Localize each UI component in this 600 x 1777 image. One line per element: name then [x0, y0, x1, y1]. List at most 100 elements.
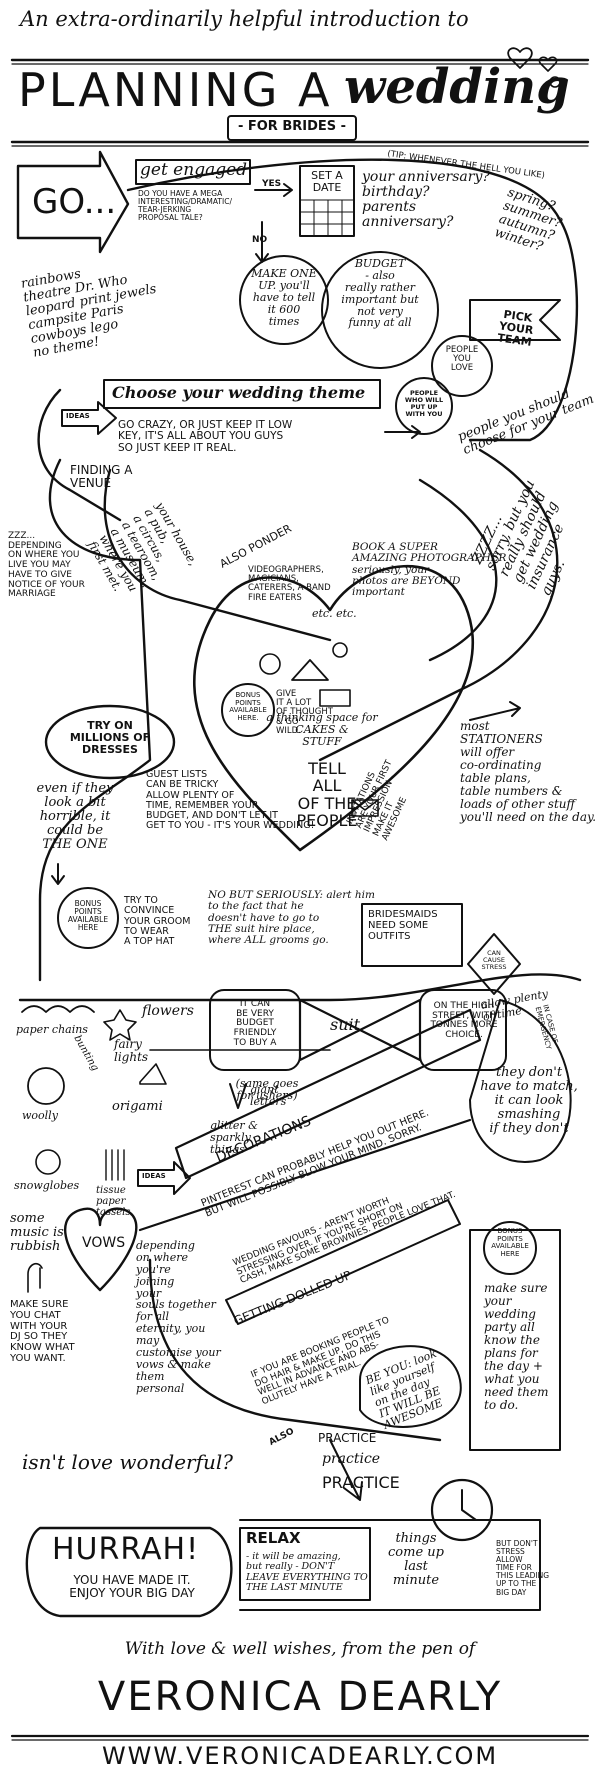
heart-deco-1	[507, 47, 533, 69]
road-mid	[18, 973, 582, 1002]
snowglobe-doodle	[35, 1149, 61, 1175]
try-on-label: TRY ON MILLIONS OF DRESSES	[69, 719, 151, 756]
make-one-up-circle	[239, 255, 329, 345]
dj-text: MAKE SURE YOU CHAT WITH YOUR DJ SO THEY …	[10, 1299, 75, 1364]
ideas-tag-theme	[61, 401, 117, 435]
cake-icon	[291, 659, 329, 681]
people-love-label: PEOPLE YOU LOVE	[445, 345, 479, 374]
ideas-tag-decor-label: IDEAS	[142, 1172, 166, 1180]
suit-budget-box	[209, 989, 301, 1071]
seriously-text: NO BUT SERIOUSLY: alert him to the fact …	[208, 889, 375, 947]
dont-match-cloud	[469, 999, 572, 1163]
yes-arrow	[254, 183, 293, 197]
ideas-tag-theme-label: IDEAS	[66, 412, 90, 420]
yes-label: YES	[262, 179, 282, 189]
made-it-text: YOU HAVE MADE IT. enjoy your big day	[69, 1573, 195, 1600]
suppliers-text: VIDEOGRAPHERS, MAGICIANS, CATERERS, A BA…	[248, 565, 331, 603]
finding-venue-label: FINDING A VENUE	[70, 463, 133, 490]
bonus-outfits-label: BONUS POINTS AVAILABLE HERE	[67, 899, 109, 933]
woolly-doodle	[27, 1067, 65, 1105]
cakes-text: a thinking space for CAKES & STUFF	[266, 711, 378, 748]
dates-text: your anniversary? birthday? parents anni…	[362, 169, 490, 231]
dont-stress-text: BUT DON'T STRESS ALLOW TIME FOR THIS LEA…	[496, 1539, 550, 1597]
engaged-label: get engaged	[140, 160, 248, 180]
people-put-up-circle	[395, 377, 453, 435]
budget-suit-text: IT CAN BE VERY BUDGET FRIENDLY TO BUY A	[233, 999, 277, 1048]
people-love-circle	[431, 335, 493, 397]
choose-theme-label: Choose your wedding theme	[112, 383, 366, 402]
ring-deco	[549, 76, 561, 88]
title-wedding: wedding	[344, 59, 570, 115]
suit-label: suit	[330, 1015, 361, 1034]
practice-1: PRACTICE	[318, 1431, 377, 1445]
guest-lists-text: GUEST LISTS CAN BE tricky ALLOW PLENTY O…	[146, 769, 315, 832]
snowglobes-label: snowglobes	[14, 1179, 80, 1192]
high-street-box	[419, 989, 507, 1071]
title-planning: PLANNING A	[18, 63, 333, 117]
relax-text: - it will be amazing, but really - DON'T…	[246, 1551, 368, 1593]
heart-deco-2	[538, 56, 558, 72]
no-label: NO	[252, 235, 268, 245]
things-come-up-text: things come up last minute	[388, 1531, 444, 1589]
hurrah-cloud	[25, 1526, 233, 1618]
music-note-doodle	[27, 1262, 43, 1293]
flower-doodle	[103, 1009, 137, 1041]
tassels-label: tissue paper tassels	[96, 1185, 131, 1218]
dresses-oval	[44, 704, 176, 780]
origami-doodle	[139, 1063, 167, 1085]
pick-team-flag	[469, 299, 561, 341]
practice-3: PRACTICE	[322, 1473, 400, 1492]
go-label: GO...	[32, 182, 117, 222]
relax-label: RELAX	[246, 1529, 301, 1547]
road-lower	[148, 1258, 442, 1442]
dont-match-text: they don't have to match, it can look sm…	[480, 1065, 578, 1137]
high-street-text: ON THE HIGH STREET, WITH TONNES MORE CHO…	[430, 1001, 498, 1041]
donut-icon	[259, 653, 281, 675]
clock-icon	[430, 1478, 494, 1542]
budget-circle	[321, 251, 439, 369]
ideas-tag-decor	[137, 1161, 191, 1195]
tassel-doodle	[105, 1149, 125, 1181]
road-left	[38, 458, 152, 982]
cupcake-icon	[319, 689, 351, 707]
etc-text: etc. etc.	[312, 607, 357, 620]
bridesmaids-label: BRIDESMAIDS NEED SOME OUTFITS	[368, 909, 438, 942]
bonus-circle-party	[483, 1221, 537, 1275]
paper-chain-doodle	[21, 1005, 95, 1013]
go-arrow	[16, 150, 130, 254]
heart-shape	[192, 564, 475, 852]
glitter-label: glitter & sparkly things	[210, 1119, 258, 1156]
road-right-inner	[418, 478, 498, 662]
subtitle-box	[227, 115, 357, 141]
origami-label: origami	[112, 1099, 163, 1114]
bonus-party-label: BONUS POINTS AVAILABLE HERE	[491, 1227, 529, 1258]
vows-heart	[63, 1207, 138, 1292]
tell-all-label: TELL ALL OF THE PEOPLE	[296, 759, 358, 830]
ushers-text: (same goes for ushers)	[235, 1077, 299, 1102]
top-hat-text: TRY TO CONVINCE YOUR GROOM TO WEAR A TOP…	[124, 895, 191, 947]
proposal-question: DO YOU HAVE A MEGA INTERESTING/DRAMATIC/…	[138, 189, 232, 223]
party-text: make sure your wedding party all know th…	[484, 1281, 549, 1412]
the-one-text: even if they look a bit horrible, it cou…	[36, 781, 114, 853]
make-one-up-text: MAKE ONE UP. you'll have to tell it 600 …	[251, 267, 317, 328]
giant-letter-doodle	[229, 1083, 247, 1109]
paper-chains-label: paper chains	[16, 1023, 88, 1036]
calendar-icon	[299, 165, 355, 237]
stress-label: CAN CAUSE STRESS	[481, 949, 507, 972]
dolled-up-band	[225, 1199, 461, 1325]
road-outline-top	[37, 158, 579, 522]
vows-depending-text: depending on where you're joining your s…	[136, 1239, 221, 1395]
vows-label: VOWS	[82, 1235, 126, 1251]
website-link[interactable]: WWW.VERONICADEARLY.COM	[101, 1742, 499, 1770]
music-text: some music is rubbish	[10, 1211, 64, 1255]
flowers-label: flowers	[142, 1003, 194, 1019]
road-right	[318, 448, 559, 762]
theme-box	[103, 379, 381, 409]
stationers-arrow	[469, 701, 521, 721]
bridesmaids-box	[361, 903, 463, 967]
be-you-bubble	[359, 1345, 462, 1428]
bonus-circle-heart	[221, 683, 275, 737]
practice-2: practice	[322, 1451, 381, 1467]
